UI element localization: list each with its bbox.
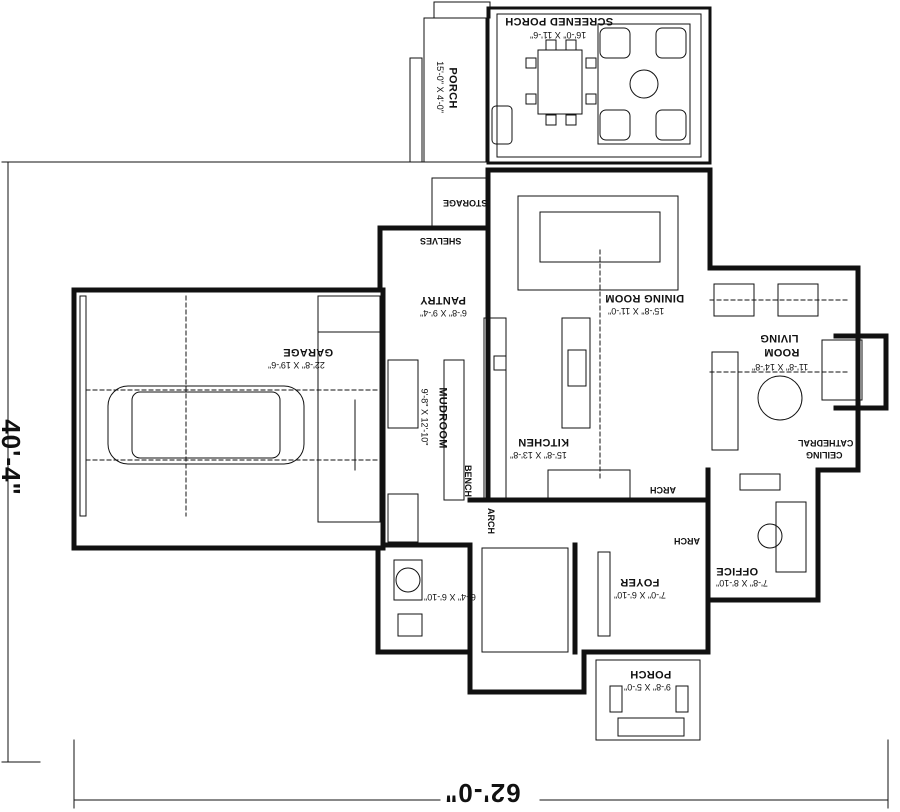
kitchen-size: 15'-8" X 13'-8" (510, 450, 567, 460)
cathedral-label-1: CATHEDRAL (798, 438, 854, 448)
overall-depth: 40'-4" (0, 419, 26, 496)
storage-label: STORAGE (443, 198, 488, 208)
arch-label-foyer: ARCH (674, 536, 700, 546)
rear-porch-label: PORCH (446, 67, 459, 109)
office-size: 7'-8" X 8'-10" (716, 578, 768, 588)
shelves-label: SHELVES (420, 236, 462, 246)
screened-porch-size: 16'-0" X 11'-6" (530, 30, 587, 40)
cathedral-label-2: CEILING (806, 450, 843, 460)
screened-porch-label: SCREENED PORCH (505, 15, 614, 27)
bath-size: 6'-4" X 6'-10" (424, 592, 476, 602)
screened-porch-walls (486, 6, 712, 165)
rear-porch-size: 15'-0" X 4'-0" (434, 61, 445, 113)
bench-label: BENCH (463, 464, 474, 498)
front-porch-label: PORCH (630, 668, 672, 680)
foyer-size: 7'-0" X 6'-10" (614, 590, 666, 600)
arch-label-mudroom: ARCH (486, 508, 496, 534)
living-room-label-2: ROOM (764, 346, 800, 358)
interior-details (387, 195, 863, 741)
dimension-lines (1, 161, 889, 809)
mudroom-size: 9'-8" X 12'-10" (419, 388, 430, 446)
garage-size: 22'-8" X 19'-6" (268, 360, 325, 370)
front-porch-size: 9'-8" X 5'-0" (624, 682, 671, 692)
pantry-label: PANTRY (420, 294, 466, 306)
mudroom-label: MUDROOM (436, 387, 449, 449)
arch-label-kitchen: ARCH (650, 485, 676, 495)
office-label: OFFICE (716, 565, 759, 577)
living-room-size: 11'-8" X 14'-8" (752, 362, 809, 372)
main-walls (71, 167, 889, 695)
dining-room-label: DINING ROOM (605, 292, 685, 304)
dining-room-size: 15'-8" X 11'-0" (608, 306, 665, 316)
garage-details (79, 295, 381, 523)
kitchen-label: KITCHEN (518, 436, 569, 448)
living-room-label-1: LIVING (760, 332, 799, 344)
foyer-label: FOYER (620, 576, 660, 588)
pantry-size: 6'-8" X 9'-4" (420, 308, 467, 318)
overall-width: 62'-0" (444, 778, 521, 808)
garage-label: GARAGE (283, 346, 334, 358)
